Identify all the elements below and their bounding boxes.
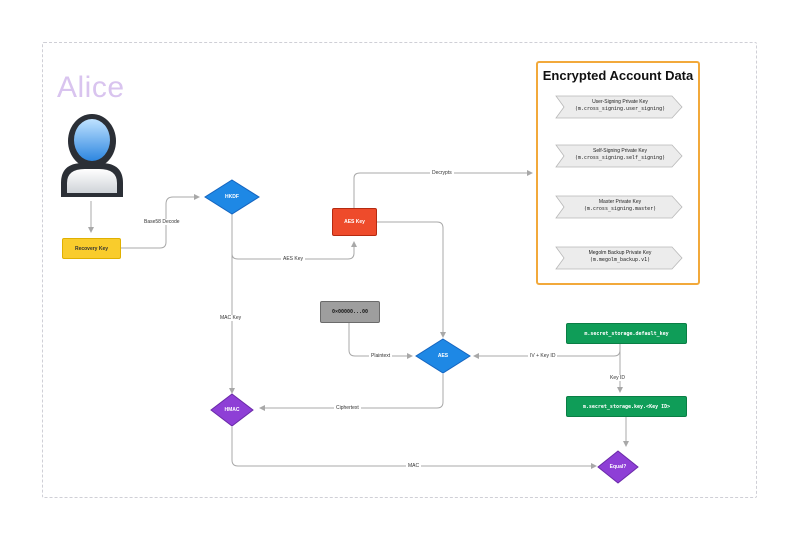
edge-label-ciphertext: Ciphertext [334, 405, 361, 411]
actor-title: Alice [57, 71, 125, 104]
edge-aeskey-aes [377, 221, 446, 338]
equal-label: Equal? [609, 464, 627, 470]
hkdf-label: HKDF [225, 194, 239, 200]
hkdf-diamond[interactable] [204, 179, 260, 215]
key-id: (m.cross_signing.user_signing) [574, 106, 666, 113]
edge-ciphertext [259, 374, 444, 411]
default-key-node[interactable]: m.secret_storage.default_key [566, 323, 687, 344]
key-name: Master Private Key [598, 199, 642, 205]
key-by-id-node[interactable]: m.secret_storage.key.<Key ID> [566, 396, 687, 417]
key-name: User-Signing Private Key [592, 99, 648, 105]
key-tag-self-signing[interactable]: Self-Signing Private Key (m.cross_signin… [560, 148, 680, 163]
edge-decrypts [353, 170, 533, 208]
edge-label-aes-key: AES Key [281, 256, 306, 262]
aes-diamond[interactable] [415, 338, 471, 374]
key-name: Megolm Backup Private Key [588, 250, 652, 256]
key-name: Self-Signing Private Key [593, 148, 647, 154]
edge-label-mac-key: MAC Key [218, 315, 244, 321]
recovery-key-node[interactable]: Recovery Key [62, 238, 121, 259]
aes-key-node[interactable]: AES Key [332, 208, 377, 236]
key-id: (m.cross_signing.self_signing) [574, 155, 666, 162]
equal-diamond[interactable] [597, 450, 639, 484]
key-tag-user-signing[interactable]: User-Signing Private Key (m.cross_signin… [560, 99, 680, 114]
zeros-node[interactable]: 0×00000...00 [320, 301, 380, 323]
user-icon [61, 114, 123, 197]
diagram-frame [42, 42, 757, 498]
edge-label-key-id: Key ID [608, 375, 628, 381]
aes-label: AES [437, 353, 449, 359]
key-id: (m.megolm_backup.v1) [589, 257, 651, 264]
edge-label-decrypts: Decrypts [430, 170, 454, 176]
edge-label-mac: MAC [406, 463, 422, 469]
encrypted-data-title: Encrypted Account Data [542, 68, 694, 83]
key-id: (m.cross_signing.master) [583, 206, 657, 213]
edge-mac [231, 427, 597, 469]
edge-label-base58: Base58 Decode [142, 219, 182, 225]
key-tag-megolm-backup[interactable]: Megolm Backup Private Key (m.megolm_back… [560, 250, 680, 265]
edge-plaintext [348, 323, 413, 359]
edge-label-plaintext: Plaintext [369, 353, 393, 359]
edge-label-iv-key-id: IV + Key ID [528, 353, 558, 359]
key-tag-master[interactable]: Master Private Key (m.cross_signing.mast… [560, 199, 680, 214]
hmac-label: HMAC [224, 407, 240, 413]
hmac-diamond[interactable] [210, 393, 254, 427]
